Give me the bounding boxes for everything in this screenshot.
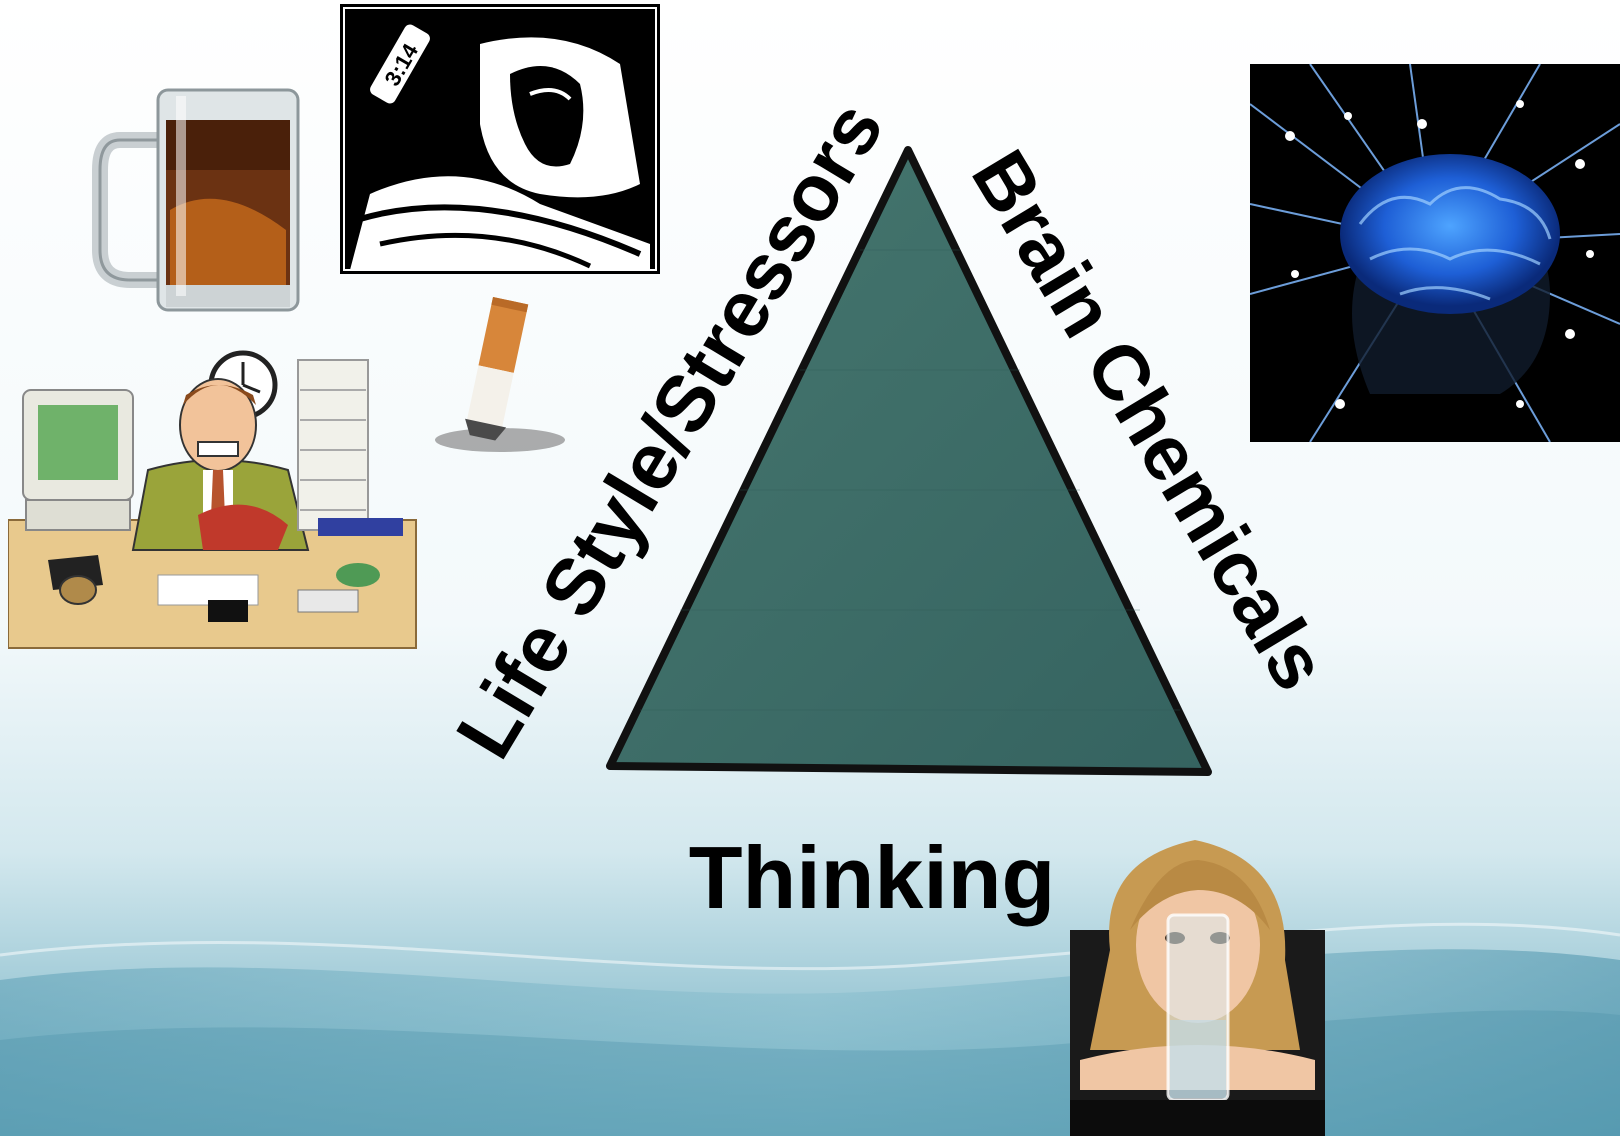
label-thinking: Thinking [688,828,1056,927]
stressed-office-worker-cartoon-image [8,350,417,649]
sleepless-man-clock-woodcut-image: 3:14 [340,4,660,274]
beer-mug-image [92,88,300,312]
glowing-brain-network-image [1250,64,1620,442]
cigarette-butt-image [435,296,565,452]
woman-with-water-glass-image [1070,840,1325,1136]
central-triangle [606,146,1212,776]
